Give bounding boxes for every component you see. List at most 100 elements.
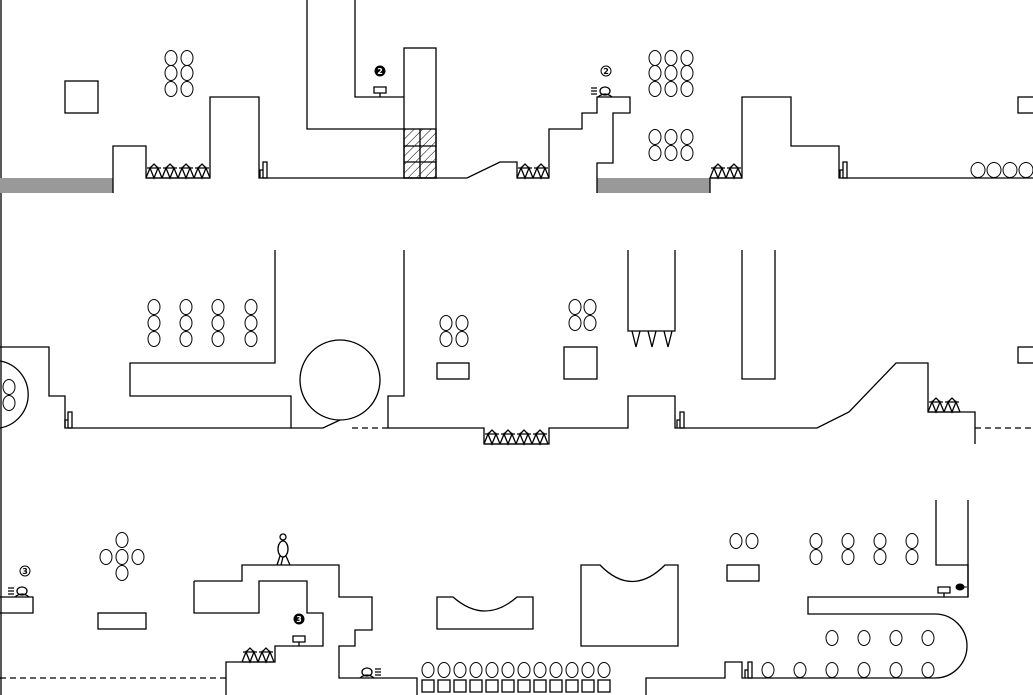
ring (147, 299, 161, 315)
floating-block-mid-right (1017, 346, 1033, 364)
ring (2, 379, 16, 395)
spike-bumper (145, 163, 211, 180)
badnik-icon (359, 667, 381, 679)
ring (680, 145, 694, 161)
ceiling-spikes (631, 330, 673, 348)
checkpoint-3-outline-marker: 3 (19, 565, 31, 577)
item-box (501, 679, 515, 693)
ring (437, 662, 451, 678)
ring (211, 315, 225, 331)
ring (565, 662, 579, 678)
item-box (437, 679, 451, 693)
spring-icon (64, 411, 73, 429)
spike-icon (483, 429, 501, 446)
floating-block-right (1017, 96, 1033, 114)
spike-bumper (516, 163, 550, 180)
ring (889, 662, 903, 678)
item-box (581, 679, 595, 693)
ring (439, 331, 453, 347)
ring (180, 81, 194, 97)
ring (648, 145, 662, 161)
terrain-mid-center (387, 250, 976, 445)
marker-label: 2 (603, 67, 609, 76)
ring (648, 50, 662, 66)
spiked-pillar (627, 250, 676, 332)
spike-icon (515, 429, 533, 446)
ring (179, 299, 193, 315)
ring (2, 395, 16, 411)
ring (745, 533, 759, 549)
marker-circle (600, 65, 612, 77)
ring (680, 81, 694, 97)
loop-ramp (291, 419, 341, 429)
ring (453, 662, 467, 678)
ring (597, 662, 611, 678)
ring (568, 315, 582, 331)
spring-icon (744, 661, 753, 679)
item-box (597, 679, 611, 693)
ring (921, 662, 935, 678)
ring (664, 50, 678, 66)
item-box (485, 679, 499, 693)
spike-icon (927, 397, 945, 414)
terrain-mid-left (0, 250, 292, 429)
spike-icon (516, 163, 534, 180)
pillar (741, 250, 776, 380)
bowl-platform (436, 596, 534, 630)
badnik-icon (8, 586, 30, 598)
badnik-base (14, 593, 30, 598)
ring (211, 299, 225, 315)
spike-bumper (927, 397, 961, 414)
speed-lines (591, 87, 597, 95)
platform-bottom-2 (726, 564, 760, 582)
ring (970, 162, 986, 178)
ring (664, 145, 678, 161)
ring (905, 533, 919, 549)
spike-icon (725, 163, 743, 180)
ring (664, 81, 678, 97)
ring (164, 65, 178, 81)
ring (147, 331, 161, 347)
ring (857, 630, 871, 646)
ring (986, 162, 1002, 178)
ledge-bottom-left (0, 596, 34, 614)
floating-block (64, 80, 99, 114)
spike-icon (177, 163, 195, 180)
terrain-bottom-right (645, 500, 969, 695)
ring (455, 331, 469, 347)
signpost-icon (292, 635, 306, 646)
ring (648, 81, 662, 97)
ring (680, 129, 694, 145)
ring (180, 65, 194, 81)
badnik-icon (591, 86, 613, 98)
ring (761, 662, 775, 678)
badnik-base (597, 93, 613, 98)
ring (568, 299, 582, 315)
water-left (0, 178, 113, 193)
ring (921, 630, 935, 646)
ring (244, 331, 258, 347)
ring (1002, 162, 1018, 178)
ring (857, 662, 871, 678)
spike-icon (499, 429, 517, 446)
ring (793, 662, 807, 678)
figure-head (279, 533, 287, 541)
terrain-bottom-structure (194, 564, 418, 695)
ring (469, 662, 483, 678)
ring (164, 50, 178, 66)
ring (841, 533, 855, 549)
platform-mid-1 (436, 362, 470, 380)
ring (99, 549, 113, 565)
ring (889, 630, 903, 646)
ring (485, 662, 499, 678)
ring (809, 533, 823, 549)
checkpoint-2-filled-marker: 2 (374, 65, 386, 77)
marker-label: 2 (377, 67, 383, 76)
rings (2, 50, 1033, 678)
ring (549, 662, 563, 678)
spring-icon (839, 161, 848, 179)
player-figure-icon (276, 533, 291, 566)
marker-circle (293, 613, 305, 625)
spike-icon (532, 163, 550, 180)
